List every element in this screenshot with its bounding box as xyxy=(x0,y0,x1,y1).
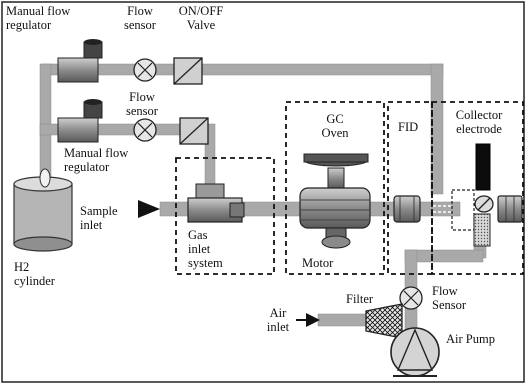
filter-shape xyxy=(365,303,403,339)
label-motor: Motor xyxy=(302,256,334,270)
label-collector-electrode: Collector electrode xyxy=(455,108,503,136)
gc-oven-shape xyxy=(299,153,371,249)
air-pump-shape xyxy=(390,327,440,377)
manual-flow-regulator-mid-shape xyxy=(57,99,103,143)
collector-electrode-shape xyxy=(433,143,523,247)
flow-sensor-mid-shape xyxy=(133,118,157,142)
fid-fitting-shape xyxy=(393,195,421,223)
gas-inlet-box xyxy=(175,157,275,275)
label-h2-cylinder: H2 cylinder xyxy=(14,260,55,288)
gc-oven-box xyxy=(285,101,385,275)
label-air-inlet: Air inlet xyxy=(266,306,290,334)
collector-box xyxy=(431,101,524,275)
label-manual-flow-regulator-mid: Manual flow regulator xyxy=(64,146,129,174)
label-manual-flow-regulator-top: Manual flow regulator xyxy=(6,4,71,32)
air-inlet-arrow xyxy=(296,313,320,327)
label-filter: Filter xyxy=(346,292,374,306)
h2-cylinder-shape xyxy=(13,168,73,252)
label-air-pump: Air Pump xyxy=(446,332,495,346)
sample-inlet-arrow xyxy=(138,200,160,218)
gas-inlet-block-shape xyxy=(187,183,245,223)
label-fid: FID xyxy=(398,120,419,134)
fid-box xyxy=(387,101,433,275)
label-gas-inlet-system: Gas inlet system xyxy=(188,228,223,270)
manual-flow-regulator-top-shape xyxy=(57,39,103,83)
label-gc-oven: GC Oven xyxy=(321,112,349,140)
mid-valve-shape xyxy=(179,117,209,145)
label-flow-sensor-top: Flow sensor xyxy=(124,4,156,32)
on-off-valve-shape xyxy=(173,57,203,85)
label-on-off-valve: ON/OFF Valve xyxy=(178,4,224,32)
label-flow-sensor-mid: Flow sensor xyxy=(126,90,158,118)
flow-sensor-top-shape xyxy=(133,58,157,82)
flow-sensor-bottom-shape xyxy=(399,286,423,310)
label-sample-inlet: Sample inlet xyxy=(80,204,118,232)
label-flow-sensor-bottom: Flow Sensor xyxy=(432,284,467,312)
enclosures xyxy=(175,101,524,275)
